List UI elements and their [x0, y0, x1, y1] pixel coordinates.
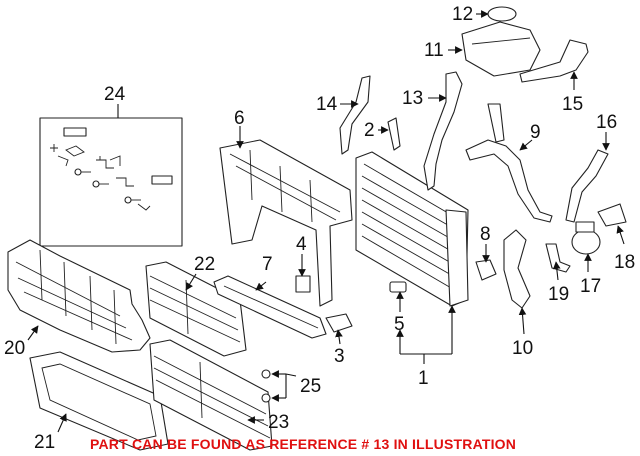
callout-10: 10 [512, 338, 533, 359]
callout-7: 7 [262, 254, 273, 275]
footer-note: PART CAN BE FOUND AS REFERENCE # 13 IN I… [90, 436, 516, 452]
upper-radiator-hose [465, 103, 553, 223]
callout-23: 23 [268, 412, 289, 433]
callout-12: 12 [452, 4, 473, 25]
callout-5: 5 [394, 314, 405, 335]
lower-grille-frame [29, 351, 169, 451]
callout-19: 19 [548, 284, 569, 305]
radiator [355, 151, 469, 307]
reservoir-cap [487, 6, 517, 22]
callout-3: 3 [334, 346, 345, 367]
coolant-reservoir [461, 21, 541, 77]
bypass-hose [565, 149, 609, 223]
callout-numbers: 24 6 14 2 13 11 12 15 9 16 8 4 7 22 5 3 … [4, 4, 635, 453]
air-guide-seal [213, 275, 327, 339]
callout-18: 18 [614, 252, 635, 273]
callout-22: 22 [194, 254, 215, 275]
radiator-support [219, 139, 353, 307]
upper-air-shutter [145, 261, 247, 357]
callout-13: 13 [402, 88, 423, 109]
coolant-hose [423, 71, 463, 191]
callout-9: 9 [530, 122, 541, 143]
lower-air-shutter [149, 339, 273, 451]
bracket-block [295, 275, 311, 293]
overflow-hose [339, 75, 371, 155]
callout-21: 21 [34, 432, 55, 453]
hose-fitting [475, 259, 497, 281]
callout-4: 4 [296, 234, 307, 255]
temperature-sensor [389, 281, 407, 293]
callout-14: 14 [316, 94, 338, 115]
kit-clip-icon [50, 127, 173, 211]
callout-20: 20 [4, 338, 25, 359]
callout-11: 11 [424, 40, 444, 61]
auxiliary-water-pump [571, 221, 601, 255]
callout-1: 1 [418, 368, 429, 389]
pump-bracket [597, 203, 627, 227]
leader-lines [27, 10, 625, 433]
mount-bracket [325, 313, 353, 333]
hose-bracket [545, 243, 571, 273]
callout-24: 24 [104, 84, 126, 105]
callout-25: 25 [300, 376, 321, 397]
callout-8: 8 [480, 224, 491, 245]
callout-2: 2 [364, 120, 375, 141]
lower-radiator-hose [503, 229, 531, 309]
callout-6: 6 [234, 108, 245, 129]
callout-16: 16 [596, 112, 617, 133]
callout-15: 15 [562, 94, 583, 115]
radiator-bracket [387, 117, 401, 151]
upper-air-deflector [7, 239, 151, 353]
bolts [261, 369, 271, 403]
callout-17: 17 [580, 276, 601, 297]
hardware-kit-panel [39, 117, 183, 247]
